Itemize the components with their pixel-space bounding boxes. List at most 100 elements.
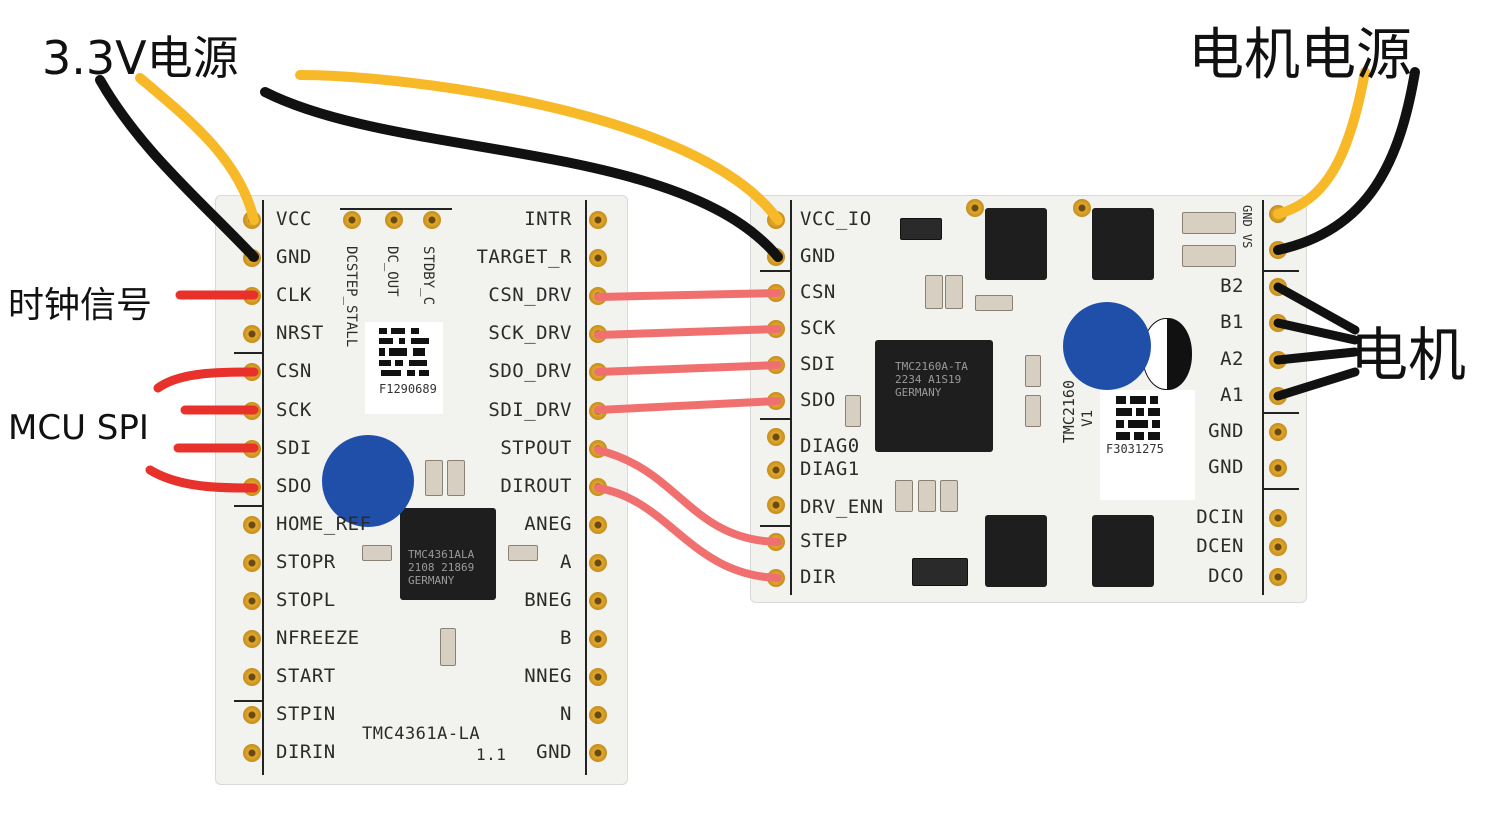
mosfet-3 bbox=[985, 515, 1047, 587]
pad-right-board-r-dcen-7 bbox=[1269, 538, 1287, 556]
wire-sdo-drv bbox=[594, 361, 782, 376]
pad-right-intr bbox=[589, 211, 607, 229]
pin-label-gnd: GND bbox=[1208, 420, 1244, 442]
pin-label-gnd: GND bbox=[800, 245, 836, 267]
pin-label-a1: A1 bbox=[1220, 384, 1244, 406]
pad-right-target-r bbox=[589, 249, 607, 268]
pad-right-n bbox=[589, 706, 607, 725]
tmc2160-chip bbox=[875, 340, 993, 452]
component bbox=[1182, 212, 1236, 234]
mosfet-4 bbox=[1092, 515, 1154, 587]
component bbox=[900, 218, 942, 240]
pin-label-b1: B1 bbox=[1220, 311, 1244, 333]
pin-label-step: STEP bbox=[800, 530, 848, 552]
pin-label-nneg: NNEG bbox=[524, 665, 572, 688]
tmc2160-chip-text: TMC2160A-TA 2234 A1S19 GERMANY bbox=[895, 360, 968, 399]
component bbox=[975, 295, 1013, 311]
pad-right-board-diag0 bbox=[767, 428, 785, 446]
pad-right-board-drv-enn bbox=[767, 496, 785, 514]
wire-csn-drv bbox=[594, 289, 782, 301]
pad-right-board-diag1 bbox=[767, 461, 785, 479]
board-name-left: TMC4361A-LA bbox=[362, 724, 481, 744]
pad-left-stpin bbox=[243, 706, 261, 725]
wire-vm-black bbox=[1273, 67, 1420, 255]
component bbox=[895, 480, 913, 512]
pin-label-dco: DCO bbox=[1208, 565, 1244, 587]
pin-label-target-r: TARGET_R bbox=[476, 246, 572, 269]
wire-motor-a2 bbox=[1273, 347, 1360, 365]
pad-right-aneg bbox=[589, 515, 607, 534]
pad-left-nrst bbox=[243, 325, 261, 344]
component bbox=[440, 628, 456, 666]
pad-top-2 bbox=[423, 211, 441, 229]
pin-label-csn: CSN bbox=[800, 281, 836, 303]
pad-top-0 bbox=[343, 211, 361, 229]
pin-label-stopl: STOPL bbox=[276, 589, 336, 611]
pin-label-csn-drv: CSN_DRV bbox=[488, 284, 572, 307]
pin-label-gnd: GND bbox=[536, 741, 572, 764]
divider bbox=[1262, 200, 1264, 595]
component bbox=[918, 480, 936, 512]
wire-dir bbox=[594, 484, 782, 582]
tmc4361-chip-text: TMC4361ALA 2108 21869 GERMANY bbox=[408, 548, 475, 587]
qr-code-icon bbox=[379, 328, 429, 376]
divider bbox=[585, 200, 587, 775]
wire-3v3-yellow-left bbox=[135, 73, 259, 225]
component bbox=[940, 480, 958, 512]
wire-motor-b1 bbox=[1273, 318, 1360, 345]
wire-spi-csn bbox=[153, 367, 259, 393]
pin-label-dcin: DCIN bbox=[1196, 506, 1244, 528]
mosfet-1 bbox=[985, 208, 1047, 280]
divider bbox=[760, 418, 790, 420]
pin-label-sck-drv: SCK_DRV bbox=[488, 322, 572, 345]
wire-spi-sdo bbox=[145, 465, 259, 493]
component bbox=[912, 558, 968, 586]
pad-left-dirin bbox=[243, 744, 261, 763]
pad-left-home-ref bbox=[243, 515, 261, 534]
component bbox=[1025, 355, 1041, 387]
pad-top-right-0 bbox=[966, 199, 984, 217]
qr-code-icon bbox=[1116, 396, 1160, 440]
pin-label-stpout: STPOUT bbox=[500, 436, 572, 459]
divider bbox=[1264, 488, 1299, 490]
label-clock-signal: 时钟信号 bbox=[8, 285, 153, 326]
divider bbox=[1264, 412, 1299, 414]
tmc4361-board bbox=[215, 195, 628, 785]
pin-label-b2: B2 bbox=[1220, 275, 1244, 297]
component bbox=[425, 460, 443, 496]
pin-label-sck: SCK bbox=[276, 398, 312, 421]
wire-step bbox=[594, 446, 782, 546]
pad-left-start bbox=[243, 668, 261, 687]
pin-label-aneg: ANEG bbox=[524, 512, 572, 535]
qr-sticker-left: F1290689 bbox=[365, 322, 443, 414]
pad-top-right-1 bbox=[1073, 199, 1091, 217]
pin-label-a2: A2 bbox=[1220, 348, 1244, 370]
pin-label-vcc: VCC bbox=[276, 208, 312, 230]
pad-top-1 bbox=[385, 211, 403, 229]
wire-motor-a1 bbox=[1273, 367, 1360, 401]
wire-3v3-black-right bbox=[260, 87, 783, 262]
pin-label-dcstep-stall: DCSTEP_STALL bbox=[343, 246, 359, 348]
pin-label-sdo-drv: SDO_DRV bbox=[488, 360, 572, 383]
pin-label-stpin: STPIN bbox=[276, 703, 336, 726]
pin-label-sdo: SDO bbox=[276, 474, 312, 497]
qr-sticker-right: F3031275 bbox=[1100, 390, 1195, 500]
pin-label-sdi-drv: SDI_DRV bbox=[488, 398, 572, 421]
wire-3v3-yellow-right bbox=[295, 70, 783, 225]
pin-label-start: START bbox=[276, 665, 336, 688]
serial-right: F3031275 bbox=[1106, 442, 1164, 456]
blue-dot-right bbox=[1063, 302, 1151, 390]
component bbox=[447, 460, 465, 496]
pin-label-nrst: NRST bbox=[276, 322, 324, 345]
pad-right-board-r-dcin-6 bbox=[1269, 509, 1287, 527]
divider bbox=[1264, 270, 1299, 272]
pin-label-b: B bbox=[560, 627, 572, 650]
component bbox=[925, 275, 943, 309]
pad-left-nfreeze bbox=[243, 630, 261, 649]
label-mcu-spi: MCU SPI bbox=[8, 408, 149, 448]
pin-label-vcc-io: VCC_IO bbox=[800, 208, 872, 230]
component bbox=[1025, 395, 1041, 427]
pad-left-stopr bbox=[243, 553, 261, 572]
